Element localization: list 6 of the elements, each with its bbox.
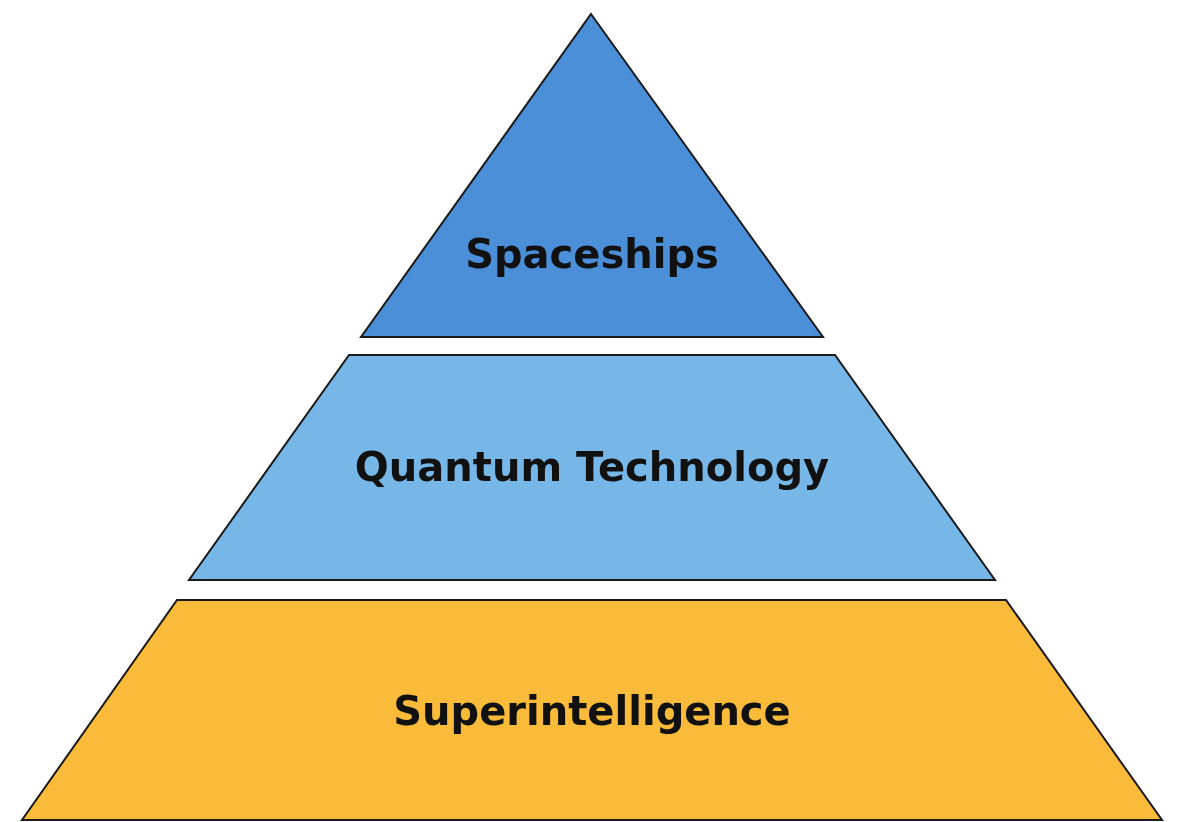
pyramid-tier: [189, 355, 995, 580]
tier-label: Spaceships: [465, 230, 719, 278]
pyramid-tier: [22, 600, 1162, 820]
tier-label: Superintelligence: [393, 687, 791, 735]
pyramid-tier: [361, 14, 823, 337]
tier-label: Quantum Technology: [354, 443, 830, 491]
